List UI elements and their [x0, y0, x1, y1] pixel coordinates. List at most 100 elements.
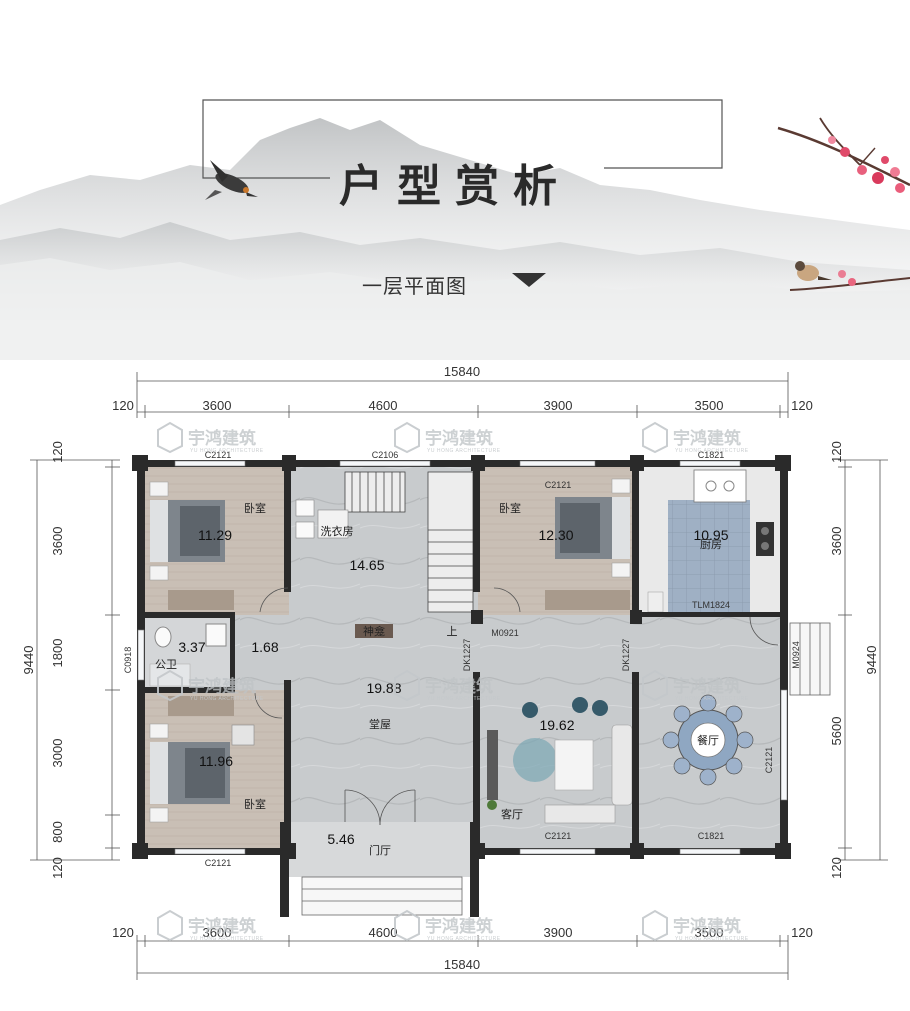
dim-right-seg: 3600 [829, 527, 844, 556]
living-room-furniture [487, 697, 633, 824]
watermark-sub: YU HONG ARCHITECTURE [427, 696, 501, 702]
dim-left-seg: 800 [50, 821, 65, 843]
opening-code: DK1227 [621, 639, 631, 672]
floor-plan-subtitle: 一层平面图 [362, 274, 467, 298]
room-name-bedroom-sw: 卧室 [244, 797, 266, 811]
room-name-dining: 餐厅 [697, 733, 719, 747]
plum-blossom-branch-icon [777, 117, 910, 193]
window-code: C1821 [698, 450, 725, 460]
room-name-laundry: 洗衣房 [321, 524, 354, 538]
dim-left-total: 9440 [21, 646, 36, 675]
watermark-text: 宇鸿建筑 [425, 428, 493, 449]
laundry-fixtures [295, 499, 349, 539]
watermark-logo-icon [394, 669, 420, 702]
dim-bottom-seg: 3600 [203, 925, 232, 940]
kitchen-counter [647, 469, 774, 613]
room-name-entry: 门厅 [369, 843, 391, 857]
watermark-text: 宇鸿建筑 [673, 428, 741, 449]
dimension-lines [30, 372, 888, 980]
watermark: 宇鸿建筑 YU HONG ARCHITECTURE 宇鸿建筑 YU HONG A… [157, 421, 749, 942]
watermark-logo-icon [642, 421, 668, 454]
dining-table [662, 694, 754, 786]
dim-top-seg: 120 [112, 398, 134, 413]
window-code: C2121 [545, 480, 572, 490]
window-code: C2121 [205, 450, 232, 460]
dim-bottom-seg: 120 [791, 925, 813, 940]
room-area-corridor: 1.68 [251, 639, 278, 655]
watermark-text: 宇鸿建筑 [425, 676, 493, 697]
window-code: C0918 [123, 647, 133, 674]
window-code: C2121 [205, 858, 232, 868]
bed-nw [149, 481, 225, 581]
room-name-living: 客厅 [501, 807, 523, 821]
room-name-kitchen: 厨房 [700, 538, 722, 551]
watermark-sub: YU HONG ARCHITECTURE [675, 936, 749, 942]
room-area-living: 19.62 [539, 717, 574, 733]
down-triangle-icon [512, 273, 546, 287]
dim-top-seg: 120 [791, 398, 813, 413]
room-area-bedroom-sw: 11.96 [199, 753, 233, 769]
dim-bottom-seg: 120 [112, 925, 134, 940]
room-area-bathroom: 3.37 [178, 639, 205, 655]
window-code: C1821 [698, 831, 725, 841]
watermark-sub: YU HONG ARCHITECTURE [190, 448, 264, 454]
room-area-stair-laundry: 14.65 [349, 557, 384, 573]
watermark-sub: YU HONG ARCHITECTURE [427, 448, 501, 454]
dim-bottom-seg: 3500 [695, 925, 724, 940]
door-swings [254, 587, 779, 826]
dim-bottom-total: 15840 [444, 957, 480, 972]
wardrobe-nw [168, 590, 234, 610]
room-name-shrine: 神龛 [363, 624, 385, 638]
room-area-hall: 19.88 [366, 680, 401, 696]
watermark-text: 宇鸿建筑 [188, 428, 256, 449]
dim-bottom-seg: 4600 [369, 925, 398, 940]
room-name-bathroom: 公卫 [155, 658, 177, 671]
floor-entry [289, 822, 478, 877]
entry-steps [301, 622, 831, 916]
kitchen-tile-area [668, 500, 750, 612]
room-name-bedroom-nw: 卧室 [244, 501, 266, 515]
dim-right-seg: 120 [829, 441, 844, 463]
dim-left-seg: 3000 [50, 739, 65, 768]
bathroom-fixtures [149, 623, 227, 687]
door-code: M0924 [791, 641, 801, 669]
bed-sw [149, 723, 255, 823]
watermark-logo-icon [394, 421, 420, 454]
wardrobe-n [545, 590, 630, 610]
dim-top-seg: 3500 [695, 398, 724, 413]
wardrobe-sw [168, 696, 234, 716]
watermark-logo-icon [157, 909, 183, 942]
watermark-text: 宇鸿建筑 [673, 676, 741, 697]
dim-top-seg: 3600 [203, 398, 232, 413]
bed-n [555, 478, 631, 578]
room-area-kitchen: 10.95 [693, 527, 728, 543]
watermark-text: 宇鸿建筑 [188, 676, 256, 697]
mountain-range-low [0, 258, 910, 360]
dim-left-seg: 120 [50, 857, 65, 879]
door-code: M0921 [491, 628, 519, 638]
header-ink-landscape [0, 99, 910, 360]
room-area-bedroom-n: 12.30 [538, 527, 573, 543]
opening-code: DK1227 [462, 639, 472, 672]
floor-plan-drawing: 15840 120 3600 4600 3900 3500 120 120 36… [21, 364, 888, 980]
staircase [344, 471, 474, 613]
window-code: C2121 [764, 747, 774, 774]
dim-top-total: 15840 [444, 364, 480, 379]
dim-top-seg: 3900 [544, 398, 573, 413]
watermark-sub: YU HONG ARCHITECTURE [427, 936, 501, 942]
door-code: TLM1824 [692, 600, 730, 610]
dim-right-seg: 120 [829, 857, 844, 879]
dim-top-seg: 4600 [369, 398, 398, 413]
dim-left-seg: 1800 [50, 639, 65, 668]
room-name-bedroom-n: 卧室 [499, 501, 521, 515]
room-area-entry: 5.46 [327, 831, 354, 847]
window-code: C2121 [545, 831, 572, 841]
dim-left-seg: 3600 [50, 527, 65, 556]
window-code: C2106 [372, 450, 399, 460]
stair-up-mark: 上 [447, 625, 458, 638]
page-title: 户型赏析 [339, 161, 571, 212]
room-name-hall: 堂屋 [369, 718, 391, 731]
bird-right-icon [789, 261, 910, 291]
watermark-logo-icon [642, 669, 668, 702]
watermark-text: 宇鸿建筑 [673, 916, 741, 937]
